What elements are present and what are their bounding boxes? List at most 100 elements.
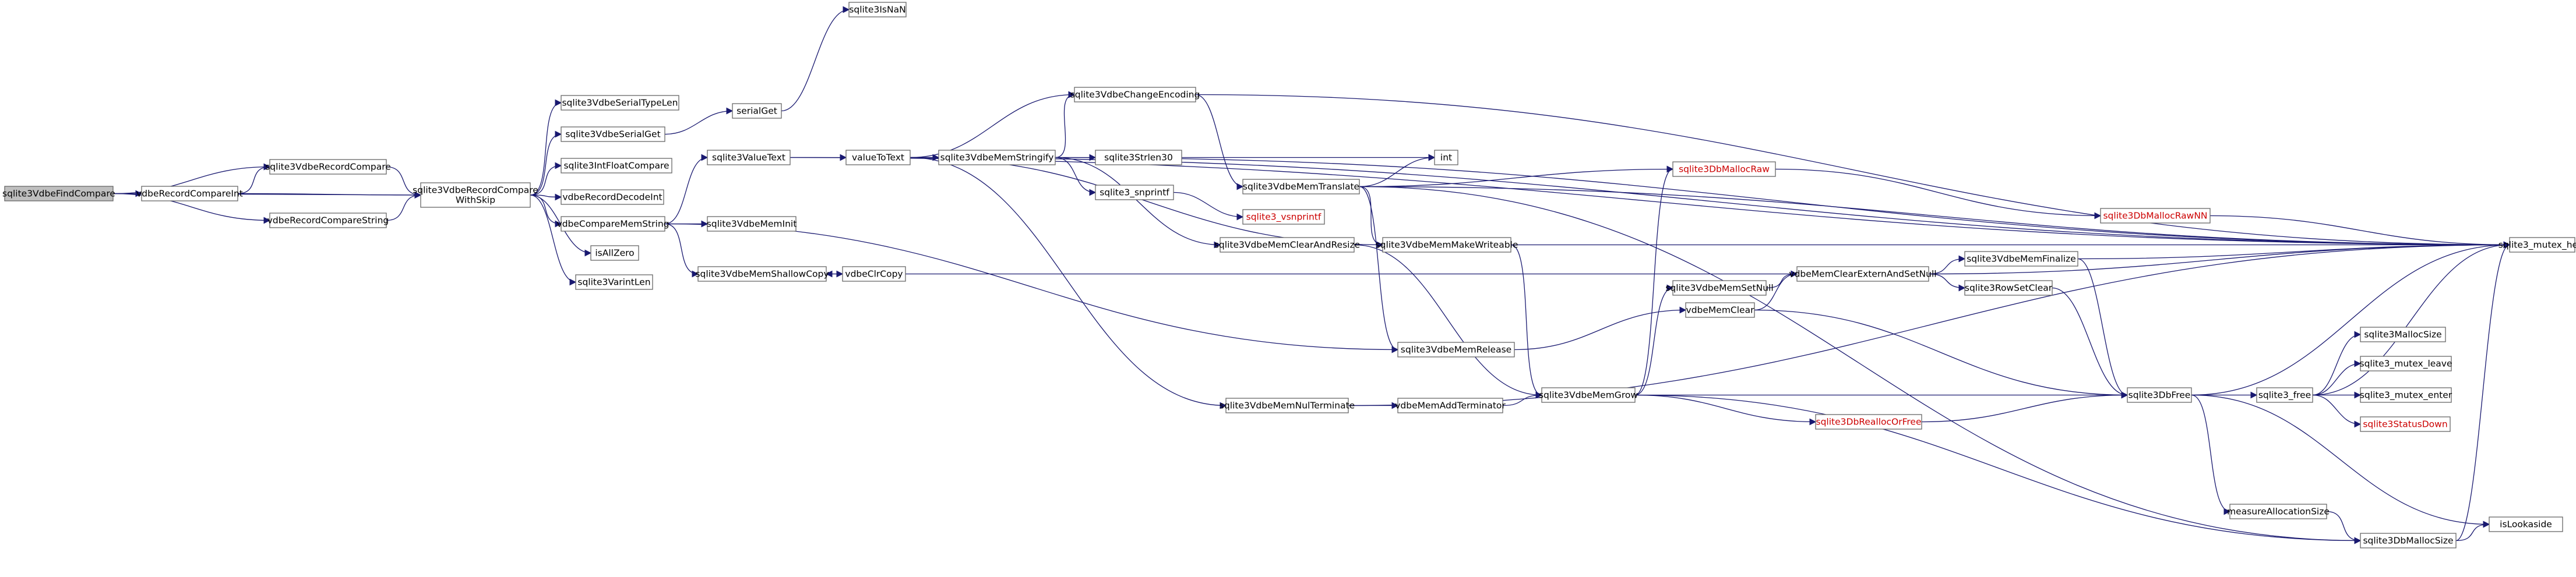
- node-label: sqlite3VdbeMemSetNull: [1665, 283, 1773, 293]
- call-edge: [1359, 165, 1674, 187]
- node-box: [2229, 504, 2327, 519]
- call-edge: [1055, 157, 1097, 196]
- function-node[interactable]: sqlite3_mutex_enter: [2360, 387, 2452, 403]
- function-node[interactable]: vdbeMemClearExternAndSetNull: [1789, 266, 1937, 282]
- node-box: [2360, 356, 2452, 371]
- function-node[interactable]: sqlite3Strlen30: [1095, 150, 1182, 165]
- function-node[interactable]: vdbeMemClear: [1685, 302, 1755, 318]
- function-node[interactable]: vdbeCompareMemString: [557, 216, 669, 232]
- function-node[interactable]: int: [1434, 150, 1458, 165]
- function-node[interactable]: sqlite3DbFree: [2127, 387, 2192, 403]
- call-edge: [530, 193, 562, 201]
- function-node[interactable]: vdbeClrCopy: [842, 266, 906, 282]
- node-box: [1242, 179, 1360, 194]
- function-node[interactable]: sqlite3VdbeMemNulTerminate: [1220, 398, 1355, 413]
- node-box: [1815, 414, 1922, 430]
- function-node[interactable]: sqlite3MallocSize: [2360, 327, 2446, 342]
- function-node[interactable]: sqlite3_mutex_held: [2499, 237, 2576, 253]
- call-edge: [2077, 241, 2511, 260]
- node-label: sqlite3Strlen30: [1104, 153, 1173, 163]
- node-box: [590, 245, 639, 261]
- call-edge: [530, 130, 562, 196]
- function-node[interactable]: sqlite3VdbeMemTranslate: [1242, 179, 1360, 194]
- function-node[interactable]: sqlite3DbMallocRawNN: [2100, 208, 2211, 224]
- call-edge: [1754, 309, 2129, 399]
- node-label: sqlite3_mutex_leave: [2360, 359, 2452, 370]
- node-box: [141, 186, 238, 201]
- call-edge: [664, 223, 699, 278]
- function-node[interactable]: sqlite3VdbeMemGrow: [1539, 387, 1638, 403]
- function-node[interactable]: sqlite3VdbeMemStringify: [938, 150, 1056, 165]
- call-edge: [2455, 241, 2511, 541]
- node-box: [1397, 342, 1515, 357]
- function-node[interactable]: sqlite3VdbeSerialGet: [561, 126, 665, 142]
- function-node[interactable]: sqlite3StatusDown: [2360, 416, 2451, 432]
- function-node[interactable]: sqlite3VdbeSerialTypeLen: [561, 95, 679, 111]
- node-label: sqlite3VdbeMemRelease: [1401, 345, 1511, 355]
- node-label: sqlite3_mutex_enter: [2360, 390, 2452, 401]
- function-node[interactable]: vdbeRecordCompareInt: [136, 186, 243, 201]
- function-node[interactable]: sqlite3VdbeMemShallowCopy: [695, 266, 829, 282]
- call-edge: [2312, 360, 2362, 396]
- node-box: [848, 2, 907, 17]
- call-edge: [530, 194, 577, 286]
- function-node[interactable]: sqlite3_snprintf: [1095, 185, 1174, 200]
- node-box: [1095, 185, 1174, 200]
- function-node[interactable]: sqlite3VdbeMemMakeWriteable: [1376, 237, 1518, 253]
- call-edge: [910, 157, 2511, 249]
- node-box: [1672, 161, 1776, 177]
- function-node[interactable]: sqlite3VdbeMemClearAndResize: [1214, 237, 1360, 253]
- function-node[interactable]: sqlite3_free: [2256, 387, 2313, 403]
- function-node[interactable]: serialGet: [732, 103, 782, 119]
- node-label: measureAllocationSize: [2227, 507, 2330, 517]
- node-box: [707, 216, 797, 232]
- node-label: sqlite3IntFloatCompare: [563, 161, 669, 171]
- function-node[interactable]: sqlite3DbMallocRaw: [1672, 161, 1776, 177]
- node-label: serialGet: [736, 106, 777, 116]
- node-box: [938, 150, 1056, 165]
- node-label: vdbeRecordCompareInt: [136, 189, 243, 199]
- node-box: [561, 189, 664, 205]
- function-node[interactable]: sqlite3VarintLen: [575, 274, 653, 290]
- function-node[interactable]: sqlite3DbReallocOrFree: [1815, 414, 1922, 430]
- function-node[interactable]: sqlite3_mutex_leave: [2360, 356, 2452, 371]
- node-label: sqlite3DbMallocRawNN: [2103, 211, 2207, 221]
- call-edge: [1359, 186, 2362, 544]
- function-node[interactable]: sqlite3VdbeMemRelease: [1397, 342, 1515, 357]
- function-node[interactable]: sqlite3VdbeMemInit: [707, 216, 797, 232]
- function-node[interactable]: sqlite3RowSetClear: [1964, 280, 2053, 296]
- function-node[interactable]: measureAllocationSize: [2227, 504, 2330, 519]
- edge-layer: [112, 6, 2511, 544]
- call-edge: [1514, 306, 1687, 351]
- function-node[interactable]: isAllZero: [590, 245, 639, 261]
- function-node[interactable]: isLookaside: [2489, 516, 2563, 532]
- function-node[interactable]: sqlite3IntFloatCompare: [561, 158, 672, 174]
- node-box: [1796, 266, 1929, 282]
- node-box: [1672, 280, 1767, 296]
- node-box: [1434, 150, 1458, 165]
- function-node[interactable]: sqlite3VdbeMemFinalize: [1964, 251, 2078, 267]
- root-function-node: sqlite3VdbeFindCompare: [2, 186, 115, 201]
- call-edge: [1634, 394, 2362, 544]
- node-box: [2360, 416, 2451, 432]
- node-box: [842, 266, 906, 282]
- node-label: vdbeMemClear: [1686, 305, 1755, 316]
- call-edge: [2312, 241, 2511, 396]
- function-node[interactable]: sqlite3VdbeMemSetNull: [1665, 280, 1774, 296]
- function-node[interactable]: sqlite3VdbeRecordCompare: [265, 159, 391, 175]
- node-label: sqlite3VdbeMemShallowCopy: [695, 269, 829, 279]
- function-node[interactable]: sqlite3_vsnprintf: [1242, 209, 1325, 225]
- call-edge: [2191, 241, 2511, 396]
- function-node[interactable]: sqlite3IsNaN: [848, 2, 907, 17]
- call-edge: [2455, 521, 2490, 541]
- function-node[interactable]: vdbeRecordCompareString: [267, 213, 389, 228]
- function-node[interactable]: sqlite3ValueText: [707, 150, 791, 165]
- function-node[interactable]: sqlite3VdbeChangeEncoding: [1070, 87, 1200, 102]
- function-node[interactable]: sqlite3DbMallocSize: [2360, 533, 2457, 548]
- function-node[interactable]: vdbeRecordDecodeInt: [561, 189, 664, 205]
- node-label: sqlite3VdbeChangeEncoding: [1070, 90, 1200, 100]
- function-node[interactable]: valueToText: [845, 150, 911, 165]
- function-node[interactable]: vdbeMemAddTerminator: [1395, 398, 1506, 413]
